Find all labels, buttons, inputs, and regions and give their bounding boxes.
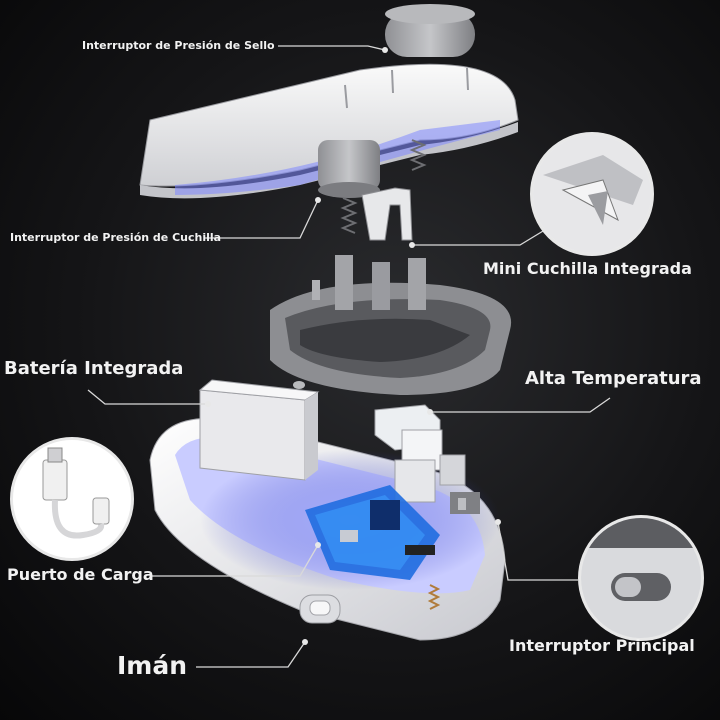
- label-magnet: Imán: [117, 651, 188, 680]
- leader-lines: [87, 45, 611, 668]
- blade-closeup-inset: [530, 132, 654, 256]
- usb-cable-inset: [10, 437, 134, 561]
- mini-blade-holder: [361, 187, 413, 241]
- main-switch-inset: [578, 515, 704, 641]
- pcb-board: [305, 485, 441, 610]
- label-charging-port: Puerto de Carga: [7, 565, 154, 584]
- grey-gasket-frame: [270, 255, 512, 395]
- side-clip: [450, 492, 480, 514]
- heating-element-block: [374, 404, 466, 503]
- label-high-temperature: Alta Temperatura: [525, 368, 702, 389]
- label-battery: Batería Integrada: [4, 358, 184, 379]
- label-blade-press-switch: Interruptor de Presión de Cuchilla: [10, 231, 222, 244]
- label-seal-press-switch: Interruptor de Presión de Sello: [82, 39, 275, 52]
- label-mini-blade: Mini Cuchilla Integrada: [483, 259, 692, 278]
- label-main-switch: Interruptor Principal: [509, 636, 695, 655]
- battery-pack: [198, 379, 320, 481]
